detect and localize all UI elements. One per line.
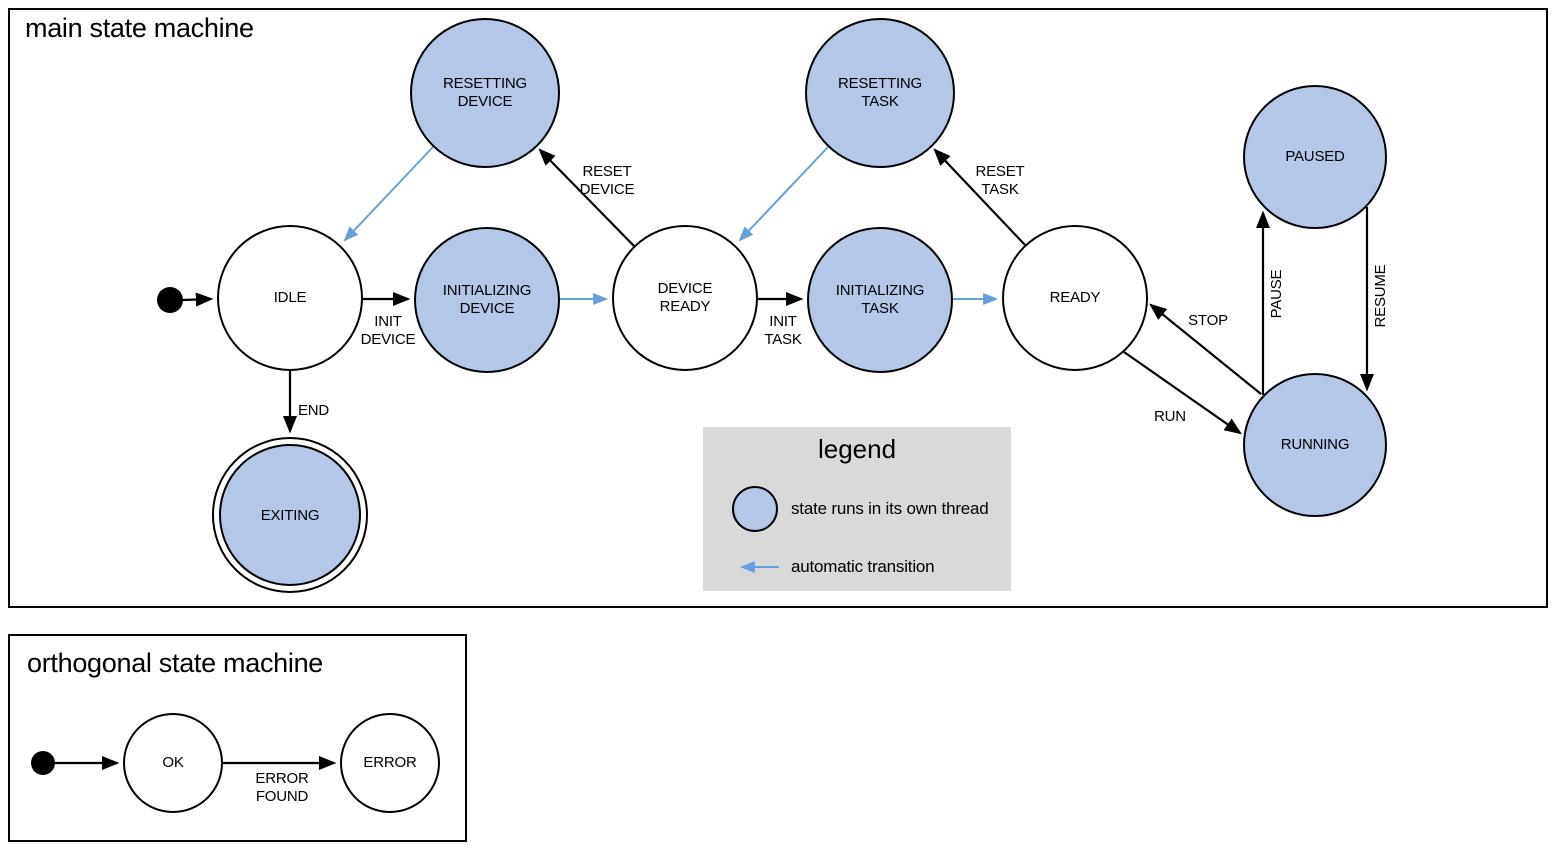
transition-label-stop: STOP — [1188, 312, 1228, 329]
legend-item-automatic-transition: automatic transition — [791, 557, 935, 576]
transition-label-pause: PAUSE — [1268, 269, 1285, 319]
transition-label-reset-device: RESET DEVICE — [579, 163, 635, 198]
state-initializing-device: INITIALIZING DEVICE — [414, 227, 560, 373]
state-resetting-device: RESETTING DEVICE — [410, 18, 560, 168]
state-running: RUNNING — [1243, 373, 1387, 517]
state-initializing-task: INITIALIZING TASK — [807, 227, 953, 373]
legend-title: legend — [817, 434, 897, 464]
state-paused: PAUSED — [1243, 85, 1387, 229]
state-error: ERROR — [340, 713, 440, 813]
transition-label-run: RUN — [1154, 408, 1186, 425]
orthogonal-state-machine-title: orthogonal state machine — [27, 648, 323, 678]
transition-label-end: END — [298, 402, 330, 419]
final-state-exiting: EXITING — [212, 437, 368, 593]
state-exiting: EXITING — [219, 444, 361, 586]
state-idle: IDLE — [217, 225, 363, 371]
transition-label-reset-task: RESET TASK — [975, 163, 1025, 198]
transition-label-error-found: ERROR FOUND — [255, 770, 309, 805]
state-ok: OK — [123, 713, 223, 813]
transition-label-resume: RESUME — [1372, 264, 1389, 328]
state-resetting-task: RESETTING TASK — [805, 18, 955, 168]
legend-item-threaded-state: state runs in its own thread — [791, 499, 989, 518]
state-ready: READY — [1002, 225, 1148, 371]
state-device-ready: DEVICE READY — [612, 225, 758, 371]
threaded-state-icon — [732, 486, 778, 532]
transition-label-init-device: INIT DEVICE — [360, 313, 416, 348]
transition-label-init-task: INIT TASK — [764, 313, 802, 348]
main-state-machine-title: main state machine — [25, 13, 254, 43]
